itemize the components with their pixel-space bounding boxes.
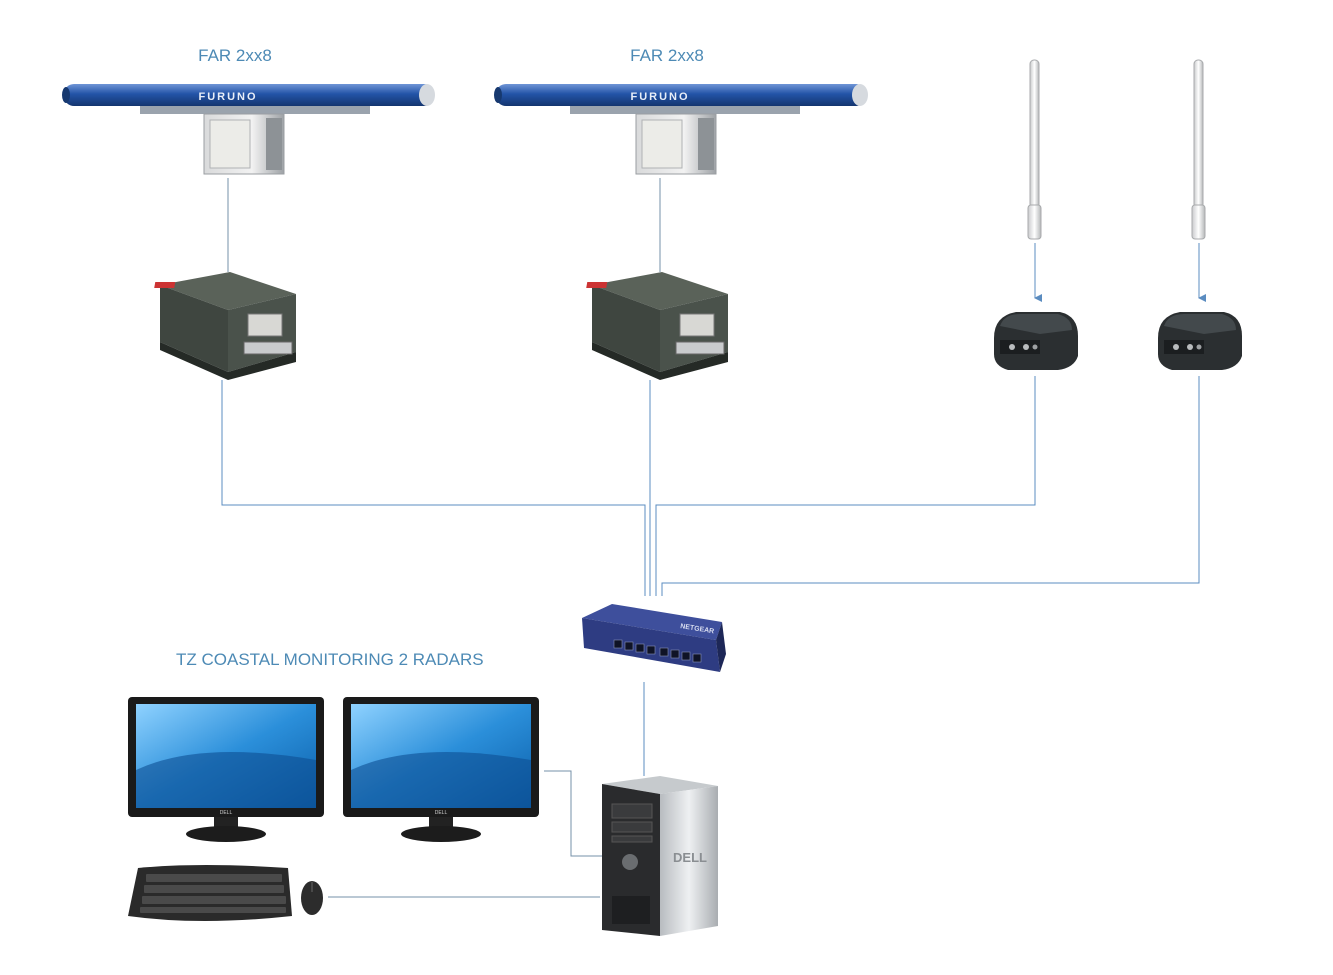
link-monitors-to-tower xyxy=(544,770,602,857)
radar-antenna-right: FURUNO xyxy=(494,84,868,175)
ais-receiver-right xyxy=(1158,312,1242,370)
radar-antenna-left: FURUNO xyxy=(62,84,435,175)
mouse xyxy=(301,881,323,915)
monitor-right-brand: DELL xyxy=(435,810,448,816)
link-processor-left-to-switch xyxy=(221,380,646,596)
radar-left-brand: FURUNO xyxy=(198,91,257,103)
ais-receiver-left xyxy=(994,312,1078,370)
ais-antenna-right xyxy=(1191,59,1206,240)
radar-processor-left xyxy=(154,272,296,380)
network-switch: NETGEAR xyxy=(582,604,726,672)
radar-left-label: FAR 2xx8 xyxy=(198,46,272,65)
monitor-left: DELL xyxy=(128,697,324,842)
radar-right-label: FAR 2xx8 xyxy=(630,46,704,65)
ais-antenna-left xyxy=(1027,59,1042,240)
link-receiver-left-to-switch xyxy=(655,376,1036,596)
radar-processor-right xyxy=(586,272,728,380)
keyboard xyxy=(128,865,292,921)
radar-right-brand: FURUNO xyxy=(630,91,689,103)
tower-brand: DELL xyxy=(673,850,707,865)
monitor-right: DELL xyxy=(343,697,539,842)
system-title-label: TZ COASTAL MONITORING 2 RADARS xyxy=(176,650,484,669)
pc-tower: DELL xyxy=(602,776,718,936)
monitor-left-brand: DELL xyxy=(220,810,233,816)
link-receiver-right-to-switch xyxy=(661,376,1200,596)
